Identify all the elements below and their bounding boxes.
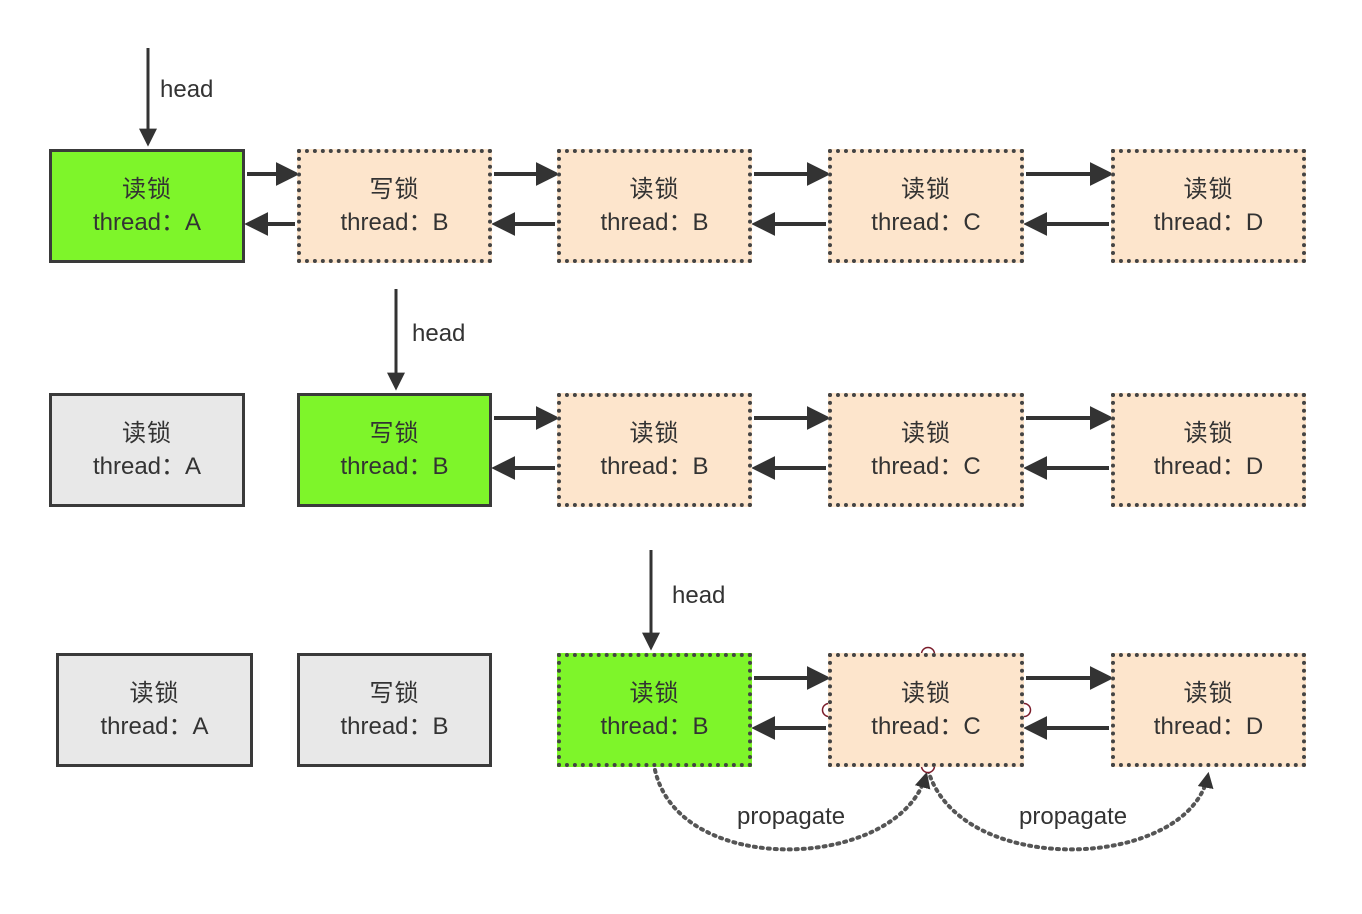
- queue-node-row3-3: 读锁 thread：B: [557, 653, 752, 767]
- thread-label: thread：A: [92, 209, 202, 236]
- queue-node-row3-4: 读锁 thread：C: [828, 653, 1024, 767]
- head-label-row3: head: [672, 582, 726, 609]
- head-label-row1: head: [160, 76, 214, 103]
- queue-node-row1-4: 读锁 thread：C: [828, 149, 1024, 263]
- thread-label: thread：D: [1153, 713, 1264, 740]
- queue-node-row2-2: 写锁 thread：B: [297, 393, 492, 507]
- queue-node-row3-1: 读锁 thread：A: [56, 653, 253, 767]
- head-label-row2: head: [412, 320, 466, 347]
- lock-type-label: 读锁: [629, 420, 680, 447]
- lock-type-label: 写锁: [369, 420, 420, 447]
- lock-type-label: 写锁: [369, 680, 420, 707]
- lock-type-label: 读锁: [1183, 680, 1234, 707]
- thread-label: thread：B: [600, 713, 709, 740]
- thread-label: thread：C: [871, 713, 981, 740]
- thread-label: thread：D: [1153, 209, 1264, 236]
- propagate-curve-1: [653, 768, 931, 852]
- thread-label: thread：B: [600, 453, 709, 480]
- propagate-curve-2: [926, 768, 1214, 852]
- thread-label: thread：B: [340, 453, 449, 480]
- thread-label: thread：A: [100, 713, 209, 740]
- thread-label: thread：B: [600, 209, 709, 236]
- queue-node-row2-1: 读锁 thread：A: [49, 393, 245, 507]
- lock-type-label: 读锁: [901, 420, 951, 447]
- lock-type-label: 读锁: [129, 680, 180, 707]
- queue-node-row1-3: 读锁 thread：B: [557, 149, 752, 263]
- lock-type-label: 读锁: [629, 680, 680, 707]
- thread-label: thread：C: [871, 453, 981, 480]
- propagate-label-2: propagate: [1019, 803, 1128, 830]
- queue-node-row2-3: 读锁 thread：B: [557, 393, 752, 507]
- queue-node-row2-5: 读锁 thread：D: [1111, 393, 1306, 507]
- thread-label: thread：B: [340, 713, 449, 740]
- lock-type-label: 读锁: [1183, 176, 1234, 203]
- queue-node-row1-2: 写锁 thread：B: [297, 149, 492, 263]
- lock-type-label: 读锁: [1183, 420, 1234, 447]
- lock-type-label: 读锁: [629, 176, 680, 203]
- queue-node-row3-5: 读锁 thread：D: [1111, 653, 1306, 767]
- queue-node-row1-1: 读锁 thread：A: [49, 149, 245, 263]
- thread-label: thread：C: [871, 209, 981, 236]
- lock-type-label: 读锁: [901, 176, 951, 203]
- propagate-label-1: propagate: [737, 803, 846, 830]
- lock-type-label: 读锁: [122, 176, 172, 203]
- thread-label: thread：D: [1153, 453, 1264, 480]
- queue-node-row2-4: 读锁 thread：C: [828, 393, 1024, 507]
- queue-node-row1-5: 读锁 thread：D: [1111, 149, 1306, 263]
- thread-label: thread：B: [340, 209, 449, 236]
- lock-type-label: 读锁: [122, 420, 172, 447]
- queue-node-row3-2: 写锁 thread：B: [297, 653, 492, 767]
- thread-label: thread：A: [92, 453, 202, 480]
- lock-type-label: 写锁: [369, 176, 420, 203]
- lock-type-label: 读锁: [901, 680, 951, 707]
